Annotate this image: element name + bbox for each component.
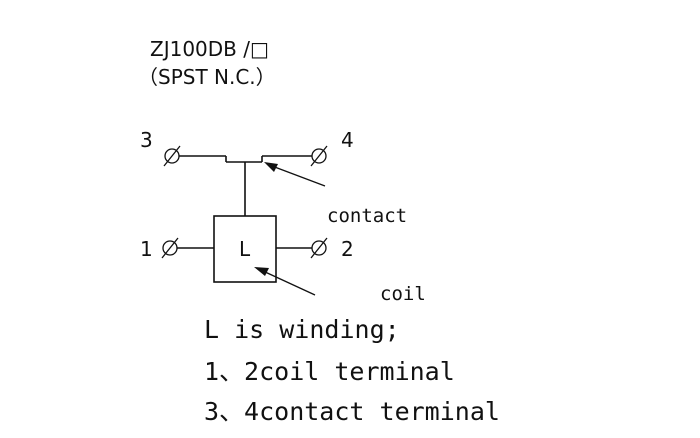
terminal-4-label: 4 — [341, 128, 354, 152]
coil-callout-label: coil — [380, 283, 426, 305]
coil-box — [213, 215, 277, 283]
note-line-2: 1、2coil terminal — [204, 357, 455, 386]
model-title: ZJ100DB /□ — [150, 37, 269, 61]
terminal-3-label: 3 — [140, 128, 153, 152]
note-line-3: 3、4contact terminal — [204, 397, 500, 426]
terminal-4-symbol — [310, 145, 328, 167]
contact-type-label: （SPST N.C.） — [138, 65, 276, 89]
note-line-1: L is winding; — [204, 315, 400, 344]
coil-box-label: L — [239, 237, 251, 261]
terminal-1-label: 1 — [140, 237, 153, 261]
terminal-2-symbol — [310, 237, 328, 259]
terminal-1-symbol — [161, 237, 179, 259]
contact-callout-arrow — [264, 162, 326, 187]
contact-callout-label: contact — [327, 205, 407, 227]
terminal-3-symbol — [163, 145, 181, 167]
coil-callout-arrow — [254, 267, 316, 296]
terminal-2-label: 2 — [341, 237, 354, 261]
